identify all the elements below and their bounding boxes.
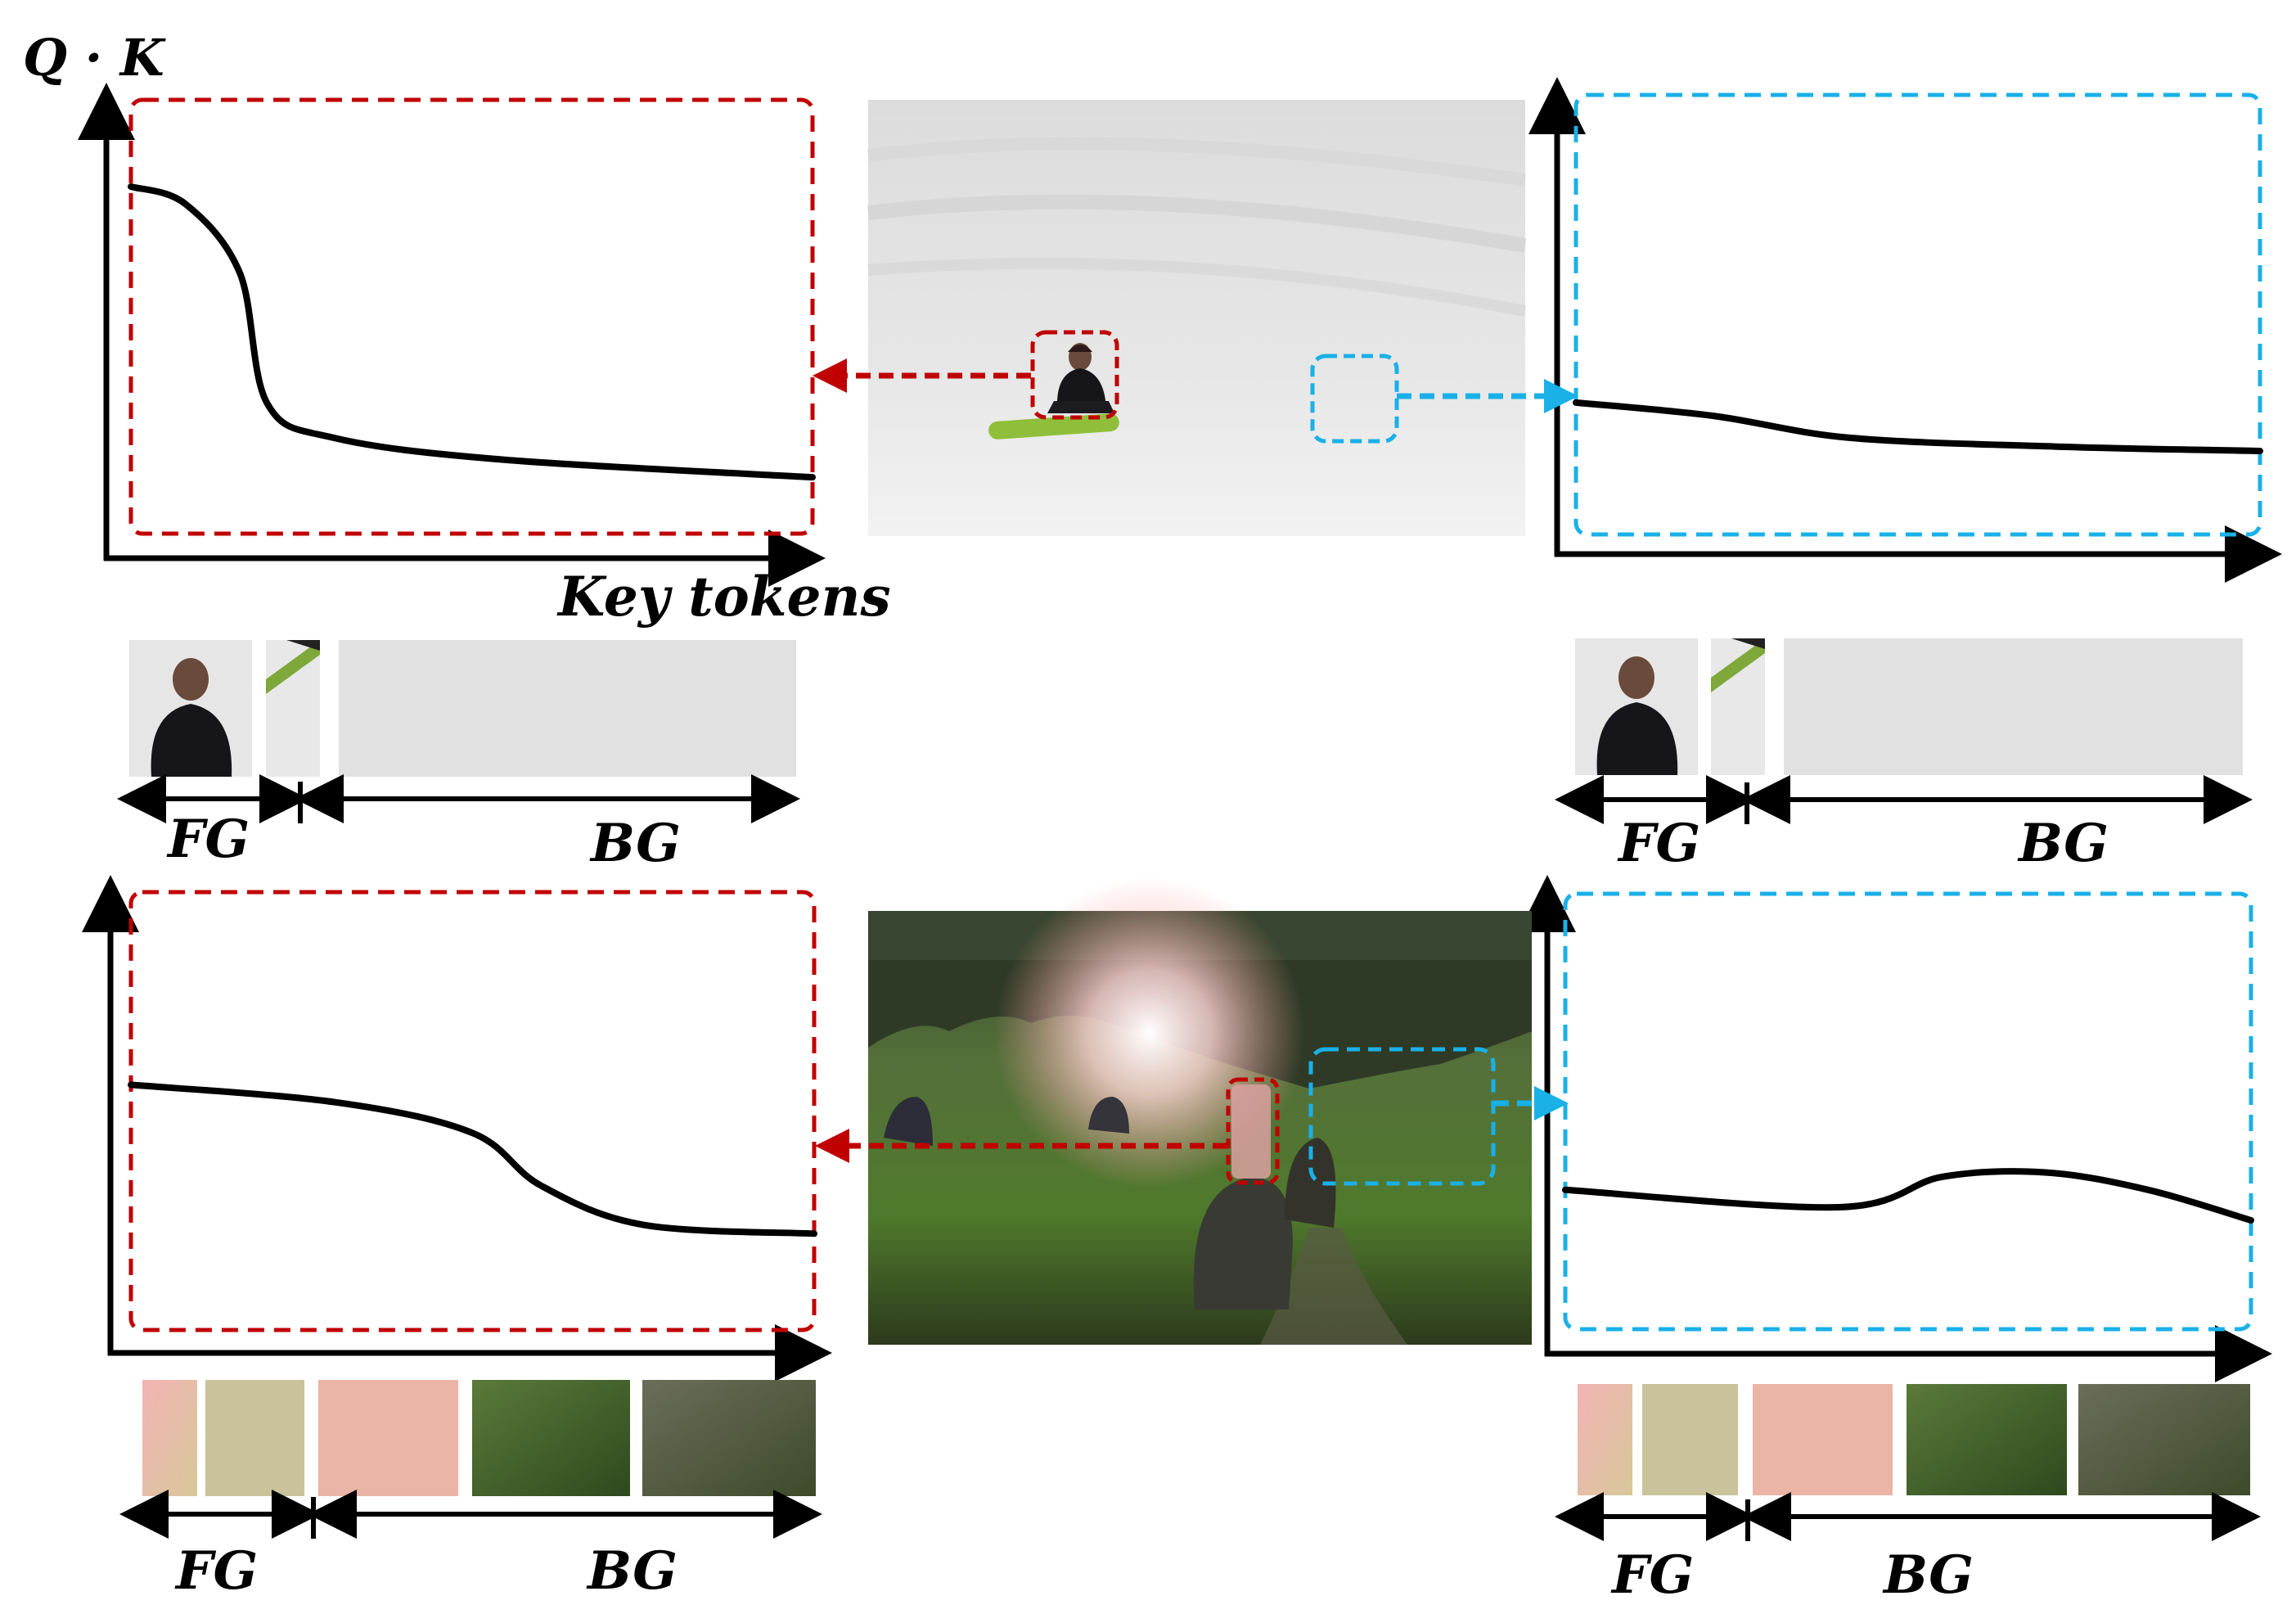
token-strip-top-left: FG BG [117, 640, 800, 874]
snowboard-scene-image [867, 100, 1527, 536]
y-axis-label: Q · K [23, 28, 166, 88]
elephant-scene-image [868, 877, 1532, 1345]
bg-token-dirt [642, 1380, 816, 1496]
bg-label: BG [1882, 1544, 1974, 1606]
fg-token-rider-1 [142, 1380, 197, 1496]
qk-curve [1573, 399, 2263, 454]
fg-label: FG [1617, 813, 1700, 874]
fg-token-rider-1 [1578, 1384, 1632, 1495]
elephants [884, 1084, 1336, 1310]
x-axis-label: Key tokens [556, 565, 891, 629]
fg-query-box [1226, 1077, 1280, 1185]
snowboarder [988, 343, 1119, 440]
bg-token-snow [339, 640, 796, 777]
panel-elephant-bg [1519, 875, 2272, 1382]
bg-label: BG [589, 813, 681, 874]
qk-curve [128, 1081, 817, 1238]
fg-query-box [1030, 330, 1119, 420]
token-strip-top-right: FG BG [1555, 638, 2253, 874]
panel-elephant-fg [82, 875, 832, 1382]
bg-query-box [1308, 1047, 1496, 1186]
fg-dashed-box [128, 97, 815, 536]
bg-token-grass [1907, 1384, 2067, 1495]
token-strip-bottom-left: FG BG [119, 1380, 822, 1602]
fg-token-board [1711, 638, 1765, 775]
bg-token-snow [1784, 638, 2243, 775]
bg-token-grass [472, 1380, 630, 1496]
bg-query-box [1310, 354, 1399, 444]
bg-dashed-box [1573, 92, 2262, 537]
fg-token-rider-2 [205, 1380, 304, 1496]
bg-label: BG [586, 1540, 678, 1602]
fg-label: FG [166, 809, 250, 870]
fg-token-person [129, 640, 252, 777]
panel-snow-fg [78, 83, 826, 587]
bg-dashed-box [1563, 891, 2253, 1332]
panel-snow-bg [1528, 77, 2282, 583]
fg-token-board [266, 640, 320, 777]
qk-curve [128, 183, 816, 481]
fg-token-person [1575, 638, 1698, 775]
token-strip-bottom-right: FG BG [1555, 1384, 2261, 1606]
bg-token-glow [1753, 1384, 1893, 1495]
bg-token-dirt [2078, 1384, 2250, 1495]
fg-token-rider-2 [1642, 1384, 1738, 1495]
bg-token-glow [318, 1380, 458, 1496]
fg-label: FG [174, 1540, 258, 1602]
qk-curve [1562, 1168, 2254, 1224]
fg-dashed-box [128, 890, 817, 1332]
bg-label: BG [2017, 813, 2109, 874]
fg-label: FG [1610, 1544, 1694, 1606]
